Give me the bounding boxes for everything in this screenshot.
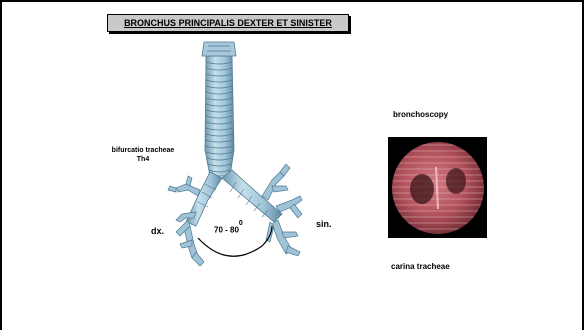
angle-unit: 0 [239, 220, 243, 227]
bronchoscopy-image [388, 137, 487, 238]
bifurcation-label-line2: Th4 [88, 155, 198, 164]
bronchoscopy-label: bronchoscopy [393, 110, 448, 119]
bifurcation-label-line1: bifurcatio tracheae [88, 146, 198, 155]
carina-label: carina tracheae [391, 262, 450, 271]
bifurcation-label: bifurcatio tracheae Th4 [88, 146, 198, 164]
left-side-label: sin. [316, 219, 332, 229]
angle-value: 70 - 80 [214, 226, 239, 235]
right-side-label: dx. [151, 226, 164, 236]
angle-label: 70 - 800 [214, 224, 243, 235]
endoscopic-view [388, 137, 487, 238]
